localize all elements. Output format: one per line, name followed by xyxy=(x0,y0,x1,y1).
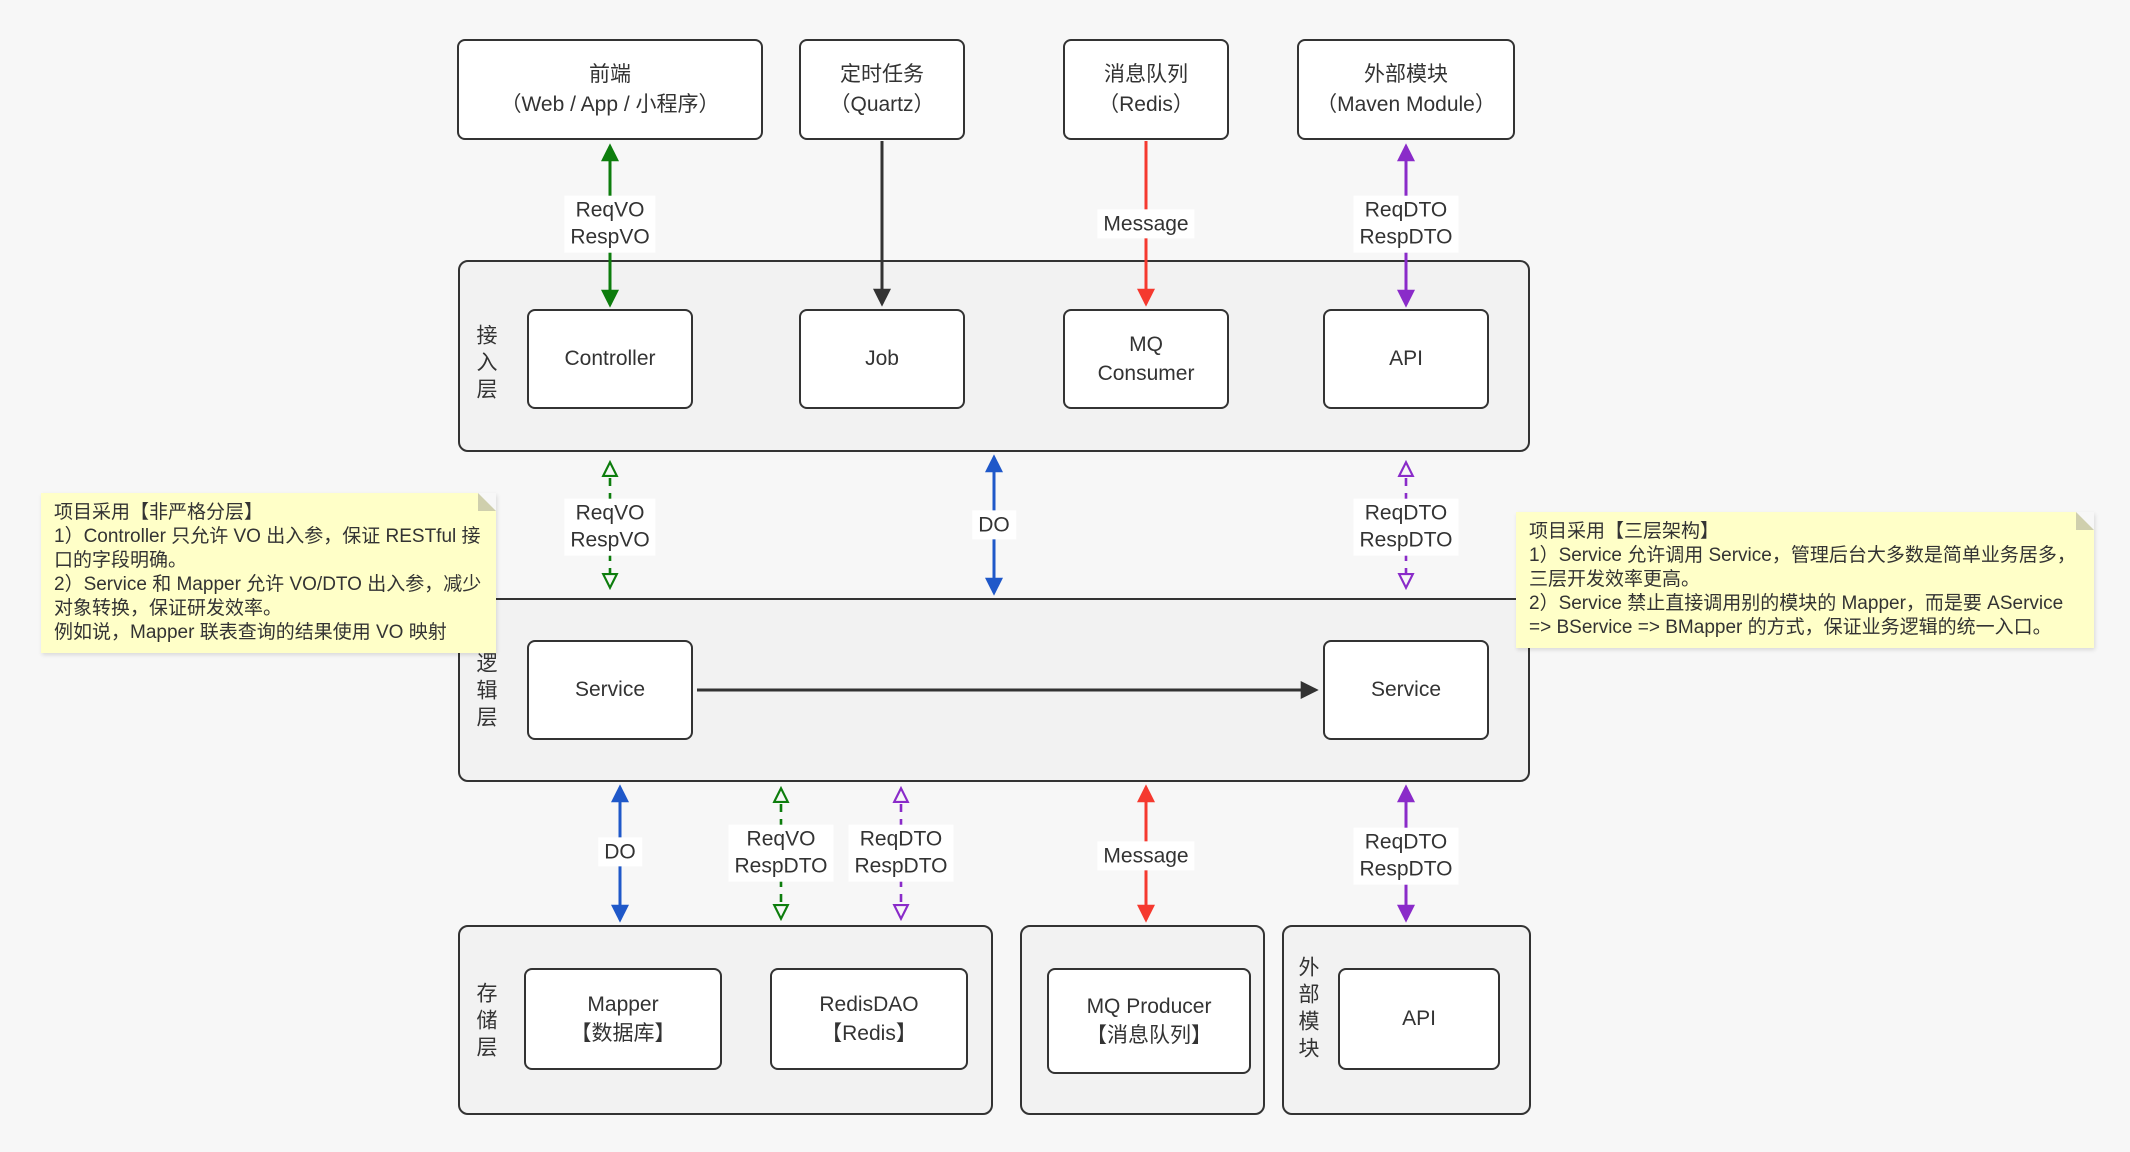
logic-layer-label: 逻辑层 xyxy=(474,652,497,733)
api-external-box: API xyxy=(1338,968,1500,1070)
message-queue-box: 消息队列 （Redis） xyxy=(1063,39,1229,140)
storage-layer-label: 存储层 xyxy=(474,982,497,1063)
service-right-box: Service xyxy=(1323,640,1489,740)
arrow-label-reqdto-respdto-bottom: ReqDTO RespDTO xyxy=(848,824,954,882)
service-left-box: Service xyxy=(527,640,693,740)
external-module-label: 外部模块 xyxy=(1296,956,1319,1064)
access-layer-label: 接入层 xyxy=(474,324,497,405)
note-left-text: 项目采用【非严格分层】 1）Controller 只允许 VO 出入参，保证 R… xyxy=(54,502,482,643)
external-module-box: 外部模块 （Maven Module） xyxy=(1297,39,1515,140)
frontend-box: 前端 （Web / App / 小程序） xyxy=(457,39,763,140)
arrow-label-reqdto-respdto-mid: ReqDTO RespDTO xyxy=(1353,498,1459,556)
quartz-box: 定时任务 （Quartz） xyxy=(799,39,965,140)
arrow-label-message-bottom: Message xyxy=(1097,841,1195,871)
mq-producer-box: MQ Producer 【消息队列】 xyxy=(1047,968,1251,1074)
arrow-label-reqvo-respvo-top: ReqVO RespVO xyxy=(564,195,656,253)
arrow-label-reqdto-respdto-top: ReqDTO RespDTO xyxy=(1353,195,1459,253)
arrow-label-do-mid: DO xyxy=(972,510,1016,540)
controller-box: Controller xyxy=(527,309,693,409)
redisdao-box: RedisDAO 【Redis】 xyxy=(770,968,968,1070)
note-non-strict-layering: 项目采用【非严格分层】 1）Controller 只允许 VO 出入参，保证 R… xyxy=(41,493,496,653)
arrow-label-message-top: Message xyxy=(1097,209,1195,239)
note-right-text: 项目采用【三层架构】 1）Service 允许调用 Service，管理后台大多… xyxy=(1529,521,2076,638)
note-fold-icon xyxy=(478,493,496,511)
arrow-label-reqvo-respdto-bottom: ReqVO RespDTO xyxy=(728,824,834,882)
mq-consumer-box: MQ Consumer xyxy=(1063,309,1229,409)
note-fold-icon xyxy=(2076,512,2094,530)
note-three-tier-architecture: 项目采用【三层架构】 1）Service 允许调用 Service，管理后台大多… xyxy=(1516,512,2094,648)
api-access-box: API xyxy=(1323,309,1489,409)
arrow-label-reqdto-respdto-bottom-right: ReqDTO RespDTO xyxy=(1353,827,1459,885)
mapper-box: Mapper 【数据库】 xyxy=(524,968,722,1070)
arrow-label-do-bottom: DO xyxy=(598,837,642,867)
job-box: Job xyxy=(799,309,965,409)
arrow-label-reqvo-respvo-mid: ReqVO RespVO xyxy=(564,498,656,556)
